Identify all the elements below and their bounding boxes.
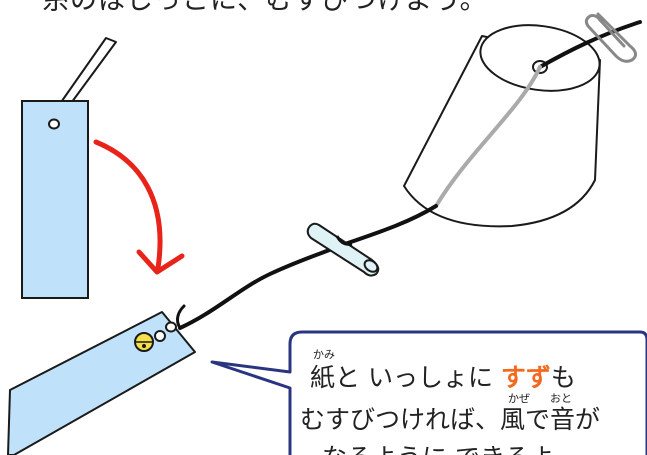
paper-tag-bottom — [7, 311, 196, 455]
string-inside-cup — [434, 65, 542, 208]
bubble-line-2-part-2: 風で音が — [500, 405, 600, 434]
bubble-line-2-part-1: むすびつければ、 — [300, 405, 500, 434]
bubble-line-2: むすびつければ、風で音が — [300, 405, 600, 434]
ruby-kami: かみ — [313, 348, 335, 361]
bubble-line-3: なるように できるよ — [322, 443, 554, 455]
ruby-kaze: かぜ — [508, 392, 530, 405]
bell-icon — [134, 330, 166, 352]
top-caption: 糸のはしっこに、むすびつけよう。 — [42, 0, 488, 16]
needle-icon — [56, 37, 117, 111]
bubble-line-1-part-1: 紙と いっしょに — [310, 363, 501, 392]
bubble-emphasis-suzu: すず — [501, 363, 551, 392]
bubble-line-1-part-2: も — [551, 363, 576, 392]
string-top — [538, 20, 642, 69]
paper-clip-icon — [584, 12, 637, 63]
speech-bubble — [210, 330, 647, 455]
string-bottom — [175, 204, 438, 330]
ruby-oto: おと — [550, 392, 572, 405]
bubble-line-1: 紙と いっしょに すずも — [310, 363, 576, 392]
paper-strip-left — [21, 100, 89, 299]
curved-arrow-icon — [93, 139, 185, 275]
stick-toggle — [306, 222, 380, 277]
